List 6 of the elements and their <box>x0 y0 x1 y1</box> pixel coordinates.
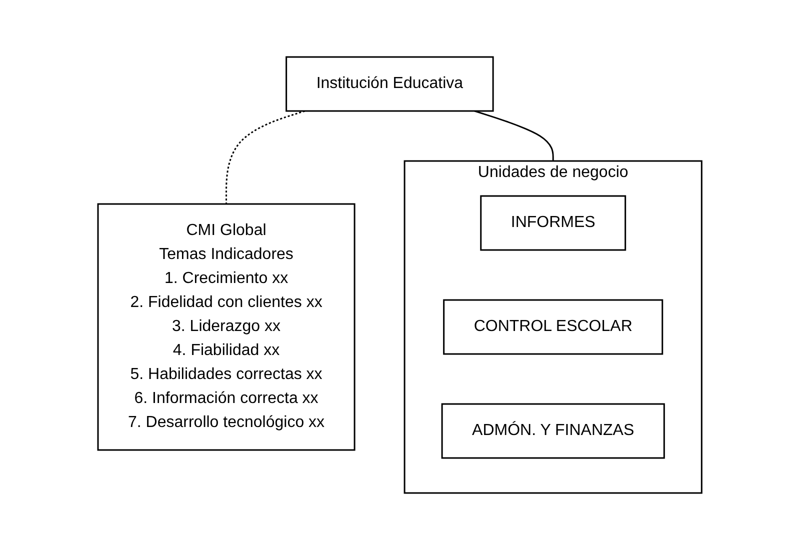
node-box: CONTROL ESCOLAR <box>442 299 663 355</box>
node-box: ADMÓN. Y FINANZAS <box>440 403 665 459</box>
node-box: CMI Global Temas Indicadores 1. Crecimiento xx 2. Fidelidad con clientes xx 3. Liderazgo xx 4. Fiabilidad xx 5. Habilidades correctas xx 6. Información correcta xx 7. Desarrollo tecnológico xx <box>96 203 355 451</box>
connector <box>474 110 554 161</box>
node-box: INFORMES <box>480 195 626 251</box>
node-box: Institución Educativa <box>285 56 494 112</box>
